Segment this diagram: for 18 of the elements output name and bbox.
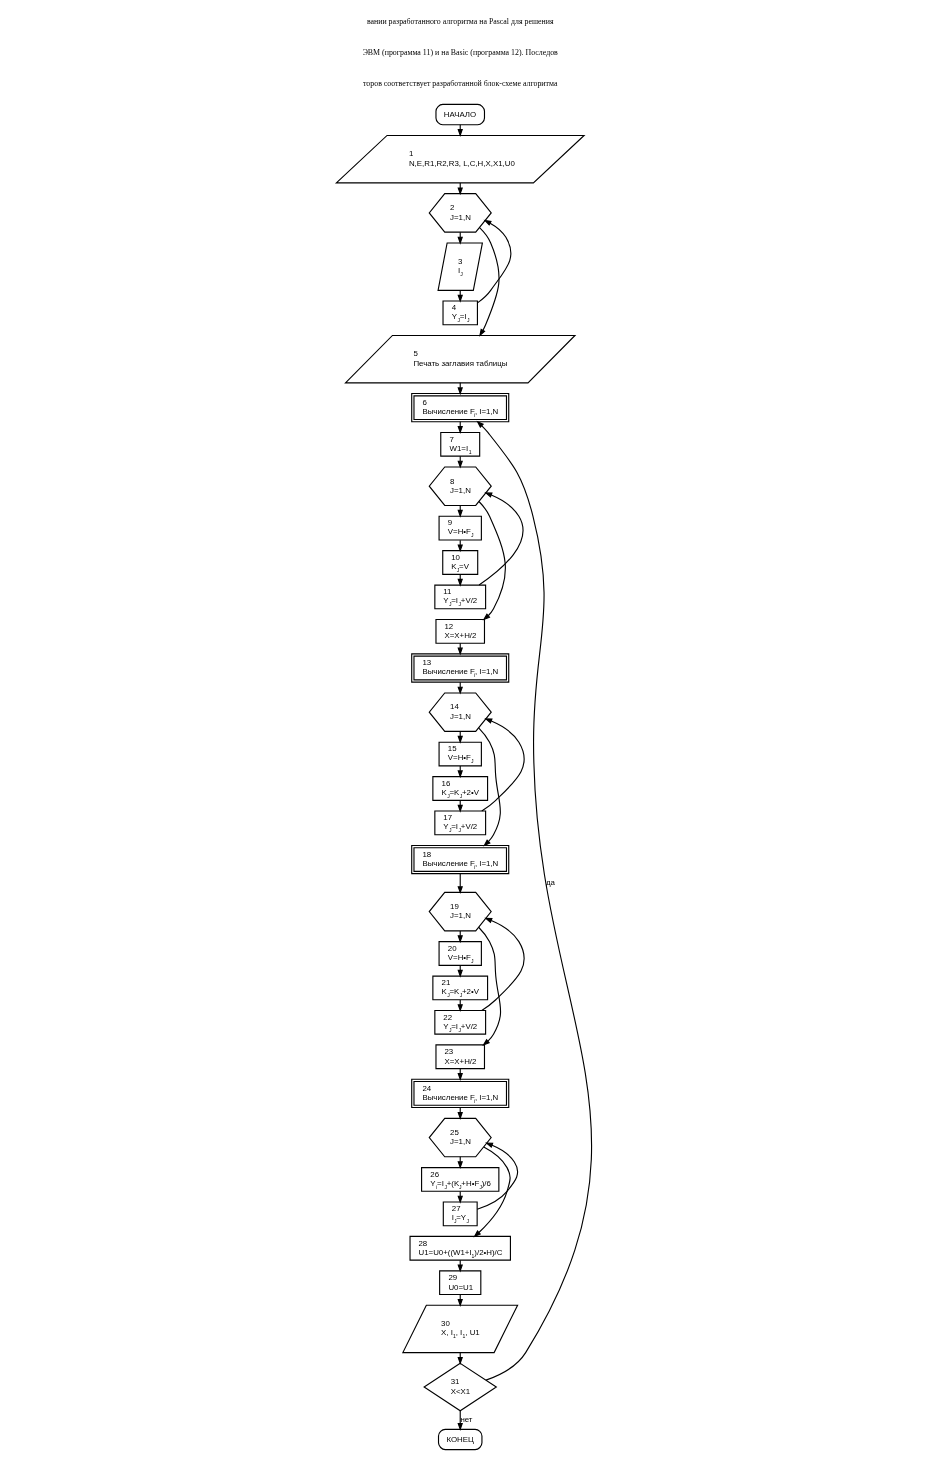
arrow xyxy=(481,717,525,812)
label: торов соответствует разработанной блок-схеме алгоритма xyxy=(362,78,558,88)
arrow xyxy=(478,491,524,586)
arrow xyxy=(457,455,463,469)
arrow xyxy=(476,420,593,1381)
arrow xyxy=(481,917,525,1011)
arrow xyxy=(476,219,512,303)
arrow xyxy=(478,726,501,847)
arrow xyxy=(457,642,463,655)
arrow xyxy=(457,799,463,813)
arrow xyxy=(479,226,500,337)
arrow xyxy=(473,1146,511,1237)
arrow xyxy=(478,926,502,1046)
label: ЭВМ (программа 11) и на Basic (программа 12). Последов xyxy=(362,47,558,57)
arrow xyxy=(478,500,506,621)
arrow xyxy=(476,1142,519,1210)
arrow xyxy=(457,1190,463,1204)
label: вании разработанного алгоритма на Pascal для решения xyxy=(366,16,554,26)
